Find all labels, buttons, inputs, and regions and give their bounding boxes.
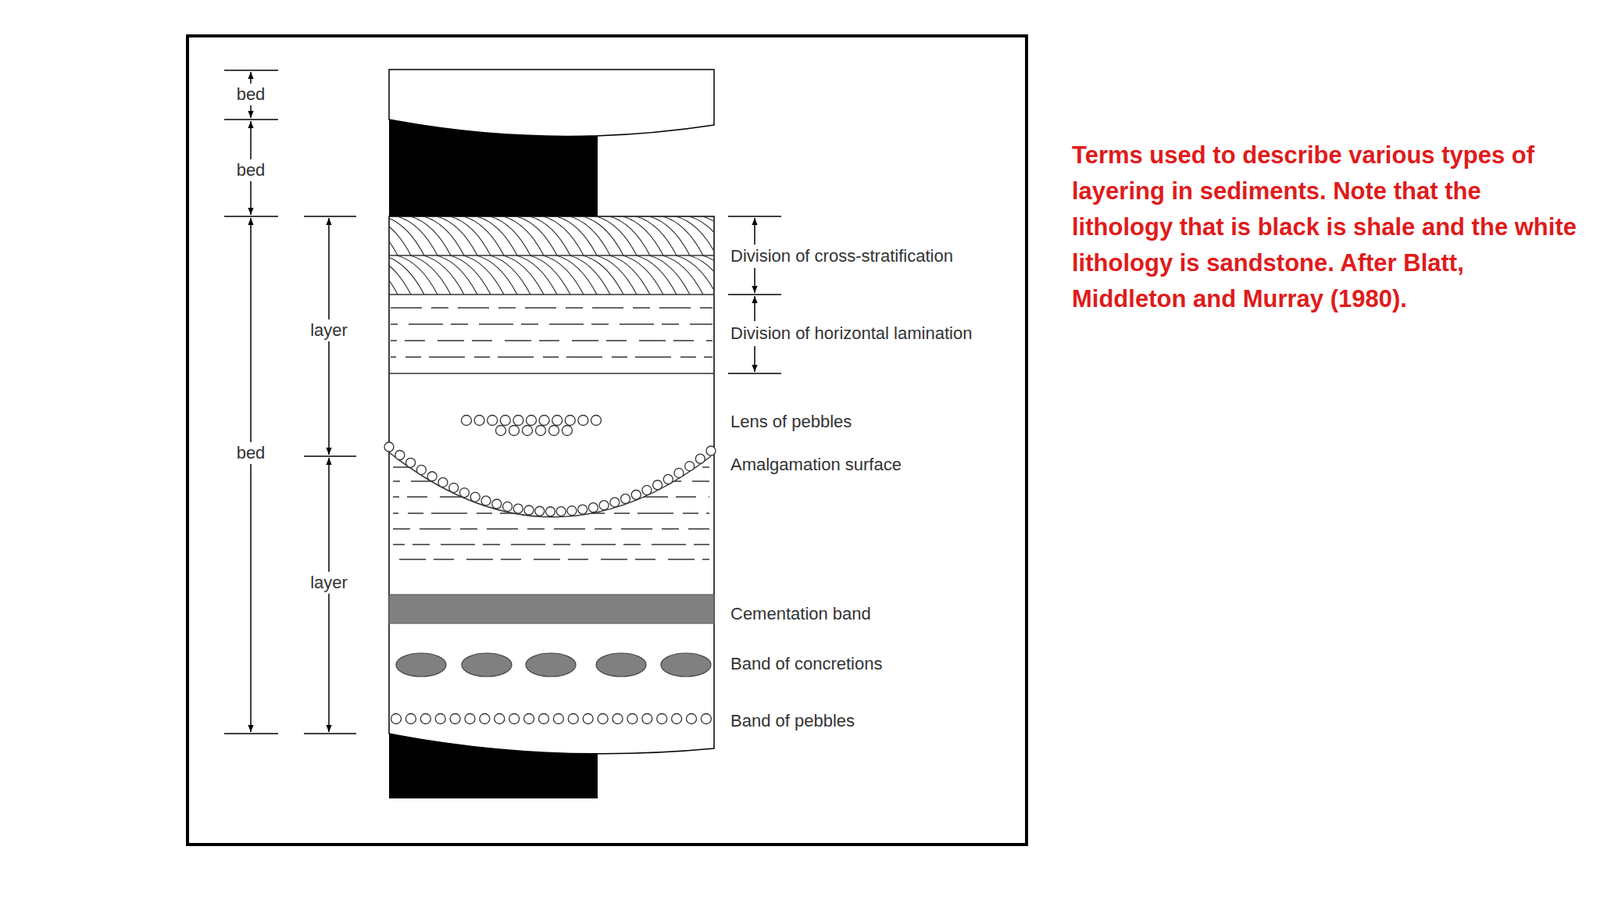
dimension-lines — [224, 70, 782, 734]
feature-label: Division of horizontal lamination — [730, 324, 972, 343]
layer-label: layer — [307, 319, 350, 342]
layer-label: layer — [307, 571, 350, 594]
bed-label: bed — [234, 442, 268, 465]
bed-label: bed — [234, 83, 268, 106]
horizontal-lamination — [392, 467, 710, 560]
concretions — [396, 653, 711, 677]
bed-label: bed — [234, 159, 268, 182]
feature-label: Lens of pebbles — [730, 412, 852, 432]
feature-label: Band of concretions — [730, 654, 883, 674]
amalgamation-surface — [389, 452, 711, 518]
pebbles — [384, 415, 716, 725]
horizontal-lamination — [390, 307, 713, 358]
figure-frame — [187, 35, 1027, 845]
sandstone-bed — [389, 216, 715, 754]
cross-stratification — [389, 216, 715, 295]
feature-label: Amalgamation surface — [730, 455, 902, 475]
feature-label: Division of cross-stratification — [730, 246, 954, 266]
figure-caption: Terms used to describe various types of … — [1071, 137, 1580, 318]
sandstone-bed — [389, 69, 715, 136]
cementation-band — [389, 594, 715, 624]
feature-label: Band of pebbles — [730, 711, 855, 731]
feature-label: Cementation band — [730, 604, 872, 624]
